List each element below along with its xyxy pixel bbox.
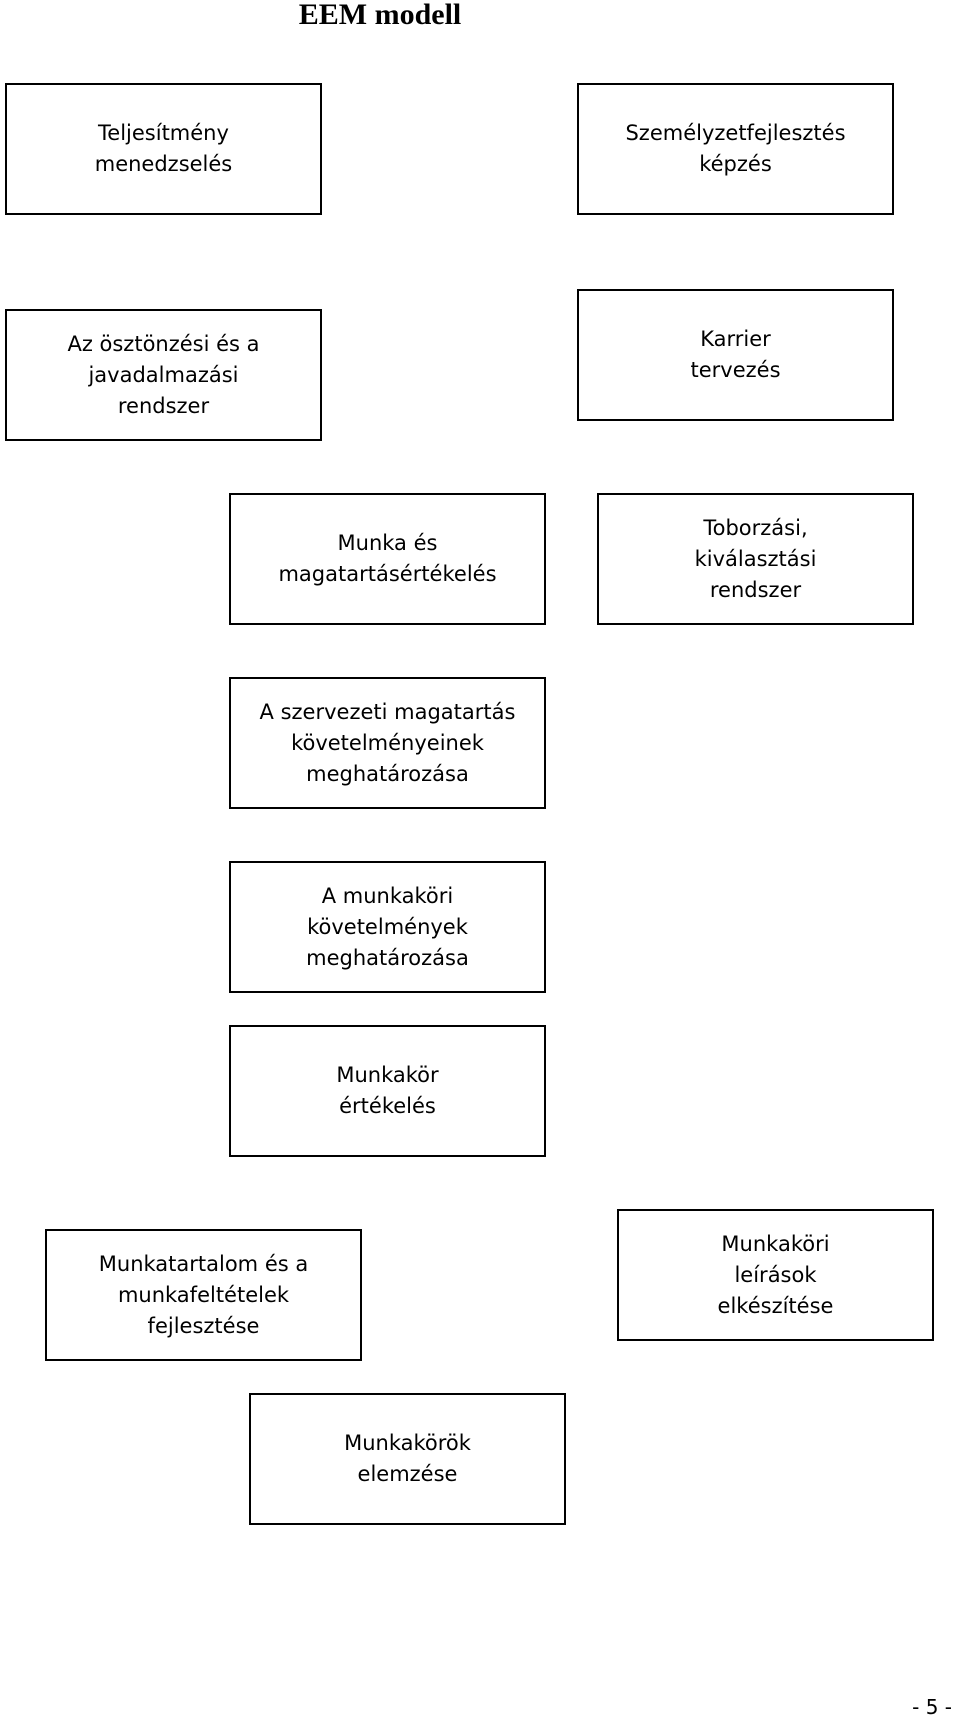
box-munkakorok-elemzese: Munkakörök elemzése	[249, 1393, 566, 1525]
box-munka-es-magatartasertekeles: Munka és magatartásértékelés	[229, 493, 546, 625]
box-label: Az ösztönzési és a javadalmazási rendsze…	[67, 331, 260, 418]
box-munkakori-kovetelmenyek: A munkaköri követelmények meghatározása	[229, 861, 546, 993]
box-label: A szervezeti magatartás követelményeinek…	[259, 699, 516, 786]
box-label: Munka és magatartásértékelés	[278, 531, 497, 586]
box-label: Teljesítmény menedzselés	[94, 121, 233, 176]
box-szemelyzetfejlesztes-kepzes: Személyzetfejlesztés képzés	[577, 83, 894, 215]
box-toborzasi-kivalasztasi-rendszer: Toborzási, kiválasztási rendszer	[597, 493, 914, 625]
box-osztonzesi-rendszer: Az ösztönzési és a javadalmazási rendsze…	[5, 309, 322, 441]
box-szervezeti-magatartas-kovetelmenyek: A szervezeti magatartás követelményeinek…	[229, 677, 546, 809]
box-munkakor-ertekeles: Munkakör értékelés	[229, 1025, 546, 1157]
box-label: Munkaköri leírások elkészítése	[717, 1231, 834, 1318]
box-munkatartalom-fejlesztese: Munkatartalom és a munkafeltételek fejle…	[45, 1229, 362, 1361]
box-label: Munkakör értékelés	[336, 1063, 439, 1118]
box-label: Személyzetfejlesztés képzés	[625, 121, 846, 176]
box-munkakori-leirasok: Munkaköri leírások elkészítése	[617, 1209, 934, 1341]
diagram-title: EEM modell	[298, 0, 462, 31]
box-karrier-tervezes: Karrier tervezés	[577, 289, 894, 421]
box-label: A munkaköri követelmények meghatározása	[306, 883, 469, 970]
box-label: Munkatartalom és a munkafeltételek fejle…	[98, 1251, 309, 1338]
box-label: Munkakörök elemzése	[344, 1431, 471, 1486]
box-label: Toborzási, kiválasztási rendszer	[694, 515, 817, 602]
box-label: Karrier tervezés	[690, 327, 781, 382]
box-teljesitmeny-menedzseles: Teljesítmény menedzselés	[5, 83, 322, 215]
page-number: - 5 -	[912, 1695, 952, 1719]
